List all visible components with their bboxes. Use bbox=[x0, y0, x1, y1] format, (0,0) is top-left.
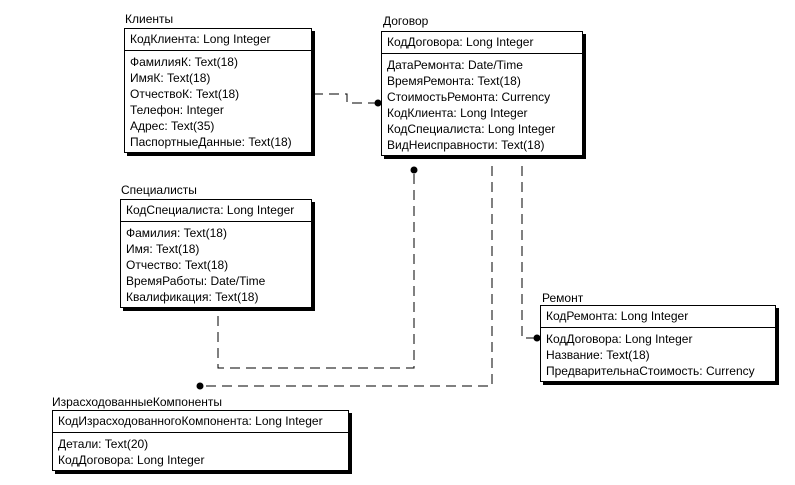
entity-title-repair: Ремонт bbox=[542, 291, 584, 305]
primary-key: КодИзрасходованногоКомпонента: Long Inte… bbox=[53, 411, 348, 433]
attribute: ИмяК: Text(18) bbox=[130, 71, 211, 85]
entity-title-specialists: Специалисты bbox=[121, 183, 197, 197]
attribute: СтоимостьРемонта: Currency bbox=[387, 90, 551, 104]
entity-title-contract: Договор bbox=[383, 14, 429, 28]
primary-key: КодКлиента: Long Integer bbox=[125, 29, 311, 51]
entity-title-components: ИзрасходованныеКомпоненты bbox=[52, 395, 223, 409]
attribute: Отчество: Text(18) bbox=[126, 258, 229, 272]
attribute: КодКлиента: Long Integer bbox=[387, 106, 528, 120]
link-end-dot bbox=[533, 334, 541, 342]
primary-key: КодСпециалиста: Long Integer bbox=[121, 200, 311, 222]
attribute: Телефон: Integer bbox=[130, 103, 224, 117]
attribute: Название: Text(18) bbox=[546, 348, 650, 362]
attribute-list: Фамилия: Text(18) Имя: Text(18) Отчество… bbox=[121, 222, 311, 307]
attribute: ОтчествоК: Text(18) bbox=[130, 87, 240, 101]
attribute: КодСпециалиста: Long Integer bbox=[387, 122, 556, 136]
attribute: КодДоговора: Long Integer bbox=[58, 453, 205, 467]
attribute-list: ДатаРемонта: Date/Time ВремяРемонта: Tex… bbox=[382, 54, 582, 155]
link-end-dot bbox=[410, 166, 418, 174]
primary-key: КодДоговора: Long Integer bbox=[382, 32, 582, 54]
attribute-list: Детали: Text(20) КодДоговора: Long Integ… bbox=[53, 433, 348, 470]
attribute-list: ФамилияК: Text(18) ИмяК: Text(18) Отчест… bbox=[125, 51, 311, 152]
attribute: Детали: Text(20) bbox=[58, 437, 149, 451]
attribute: Адрес: Text(35) bbox=[130, 119, 215, 133]
entity-specialists[interactable]: КодСпециалиста: Long Integer Фамилия: Te… bbox=[120, 199, 312, 308]
link-end-dot bbox=[196, 382, 204, 390]
link-end-dot bbox=[374, 99, 382, 107]
attribute: ВидНеисправности: Text(18) bbox=[387, 138, 545, 152]
attribute: Фамилия: Text(18) bbox=[126, 226, 227, 240]
primary-key: КодРемонта: Long Integer bbox=[541, 306, 775, 328]
entity-clients[interactable]: КодКлиента: Long Integer ФамилияК: Text(… bbox=[124, 28, 312, 153]
entity-contract[interactable]: КодДоговора: Long Integer ДатаРемонта: D… bbox=[381, 31, 583, 156]
attribute-list: КодДоговора: Long Integer Название: Text… bbox=[541, 328, 775, 381]
attribute: КодДоговора: Long Integer bbox=[546, 332, 693, 346]
entity-repair[interactable]: КодРемонта: Long Integer КодДоговора: Lo… bbox=[540, 305, 776, 382]
link-contract-repair bbox=[521, 166, 540, 339]
link-specialists-contract bbox=[217, 170, 415, 369]
attribute: ВремяРаботы: Date/Time bbox=[126, 274, 266, 288]
link-clients-contract bbox=[313, 93, 378, 104]
attribute: ПредварительнаСтоимость: Currency bbox=[546, 364, 755, 378]
attribute: ФамилияК: Text(18) bbox=[130, 55, 238, 69]
entity-components[interactable]: КодИзрасходованногоКомпонента: Long Inte… bbox=[52, 410, 349, 471]
attribute: Квалификация: Text(18) bbox=[126, 290, 259, 304]
attribute: ДатаРемонта: Date/Time bbox=[387, 58, 523, 72]
attribute: Имя: Text(18) bbox=[126, 242, 200, 256]
attribute: ВремяРемонта: Text(18) bbox=[387, 74, 521, 88]
attribute: ПаспортныеДанные: Text(18) bbox=[130, 135, 292, 149]
link-contract-components bbox=[200, 166, 493, 387]
entity-title-clients: Клиенты bbox=[125, 12, 174, 26]
